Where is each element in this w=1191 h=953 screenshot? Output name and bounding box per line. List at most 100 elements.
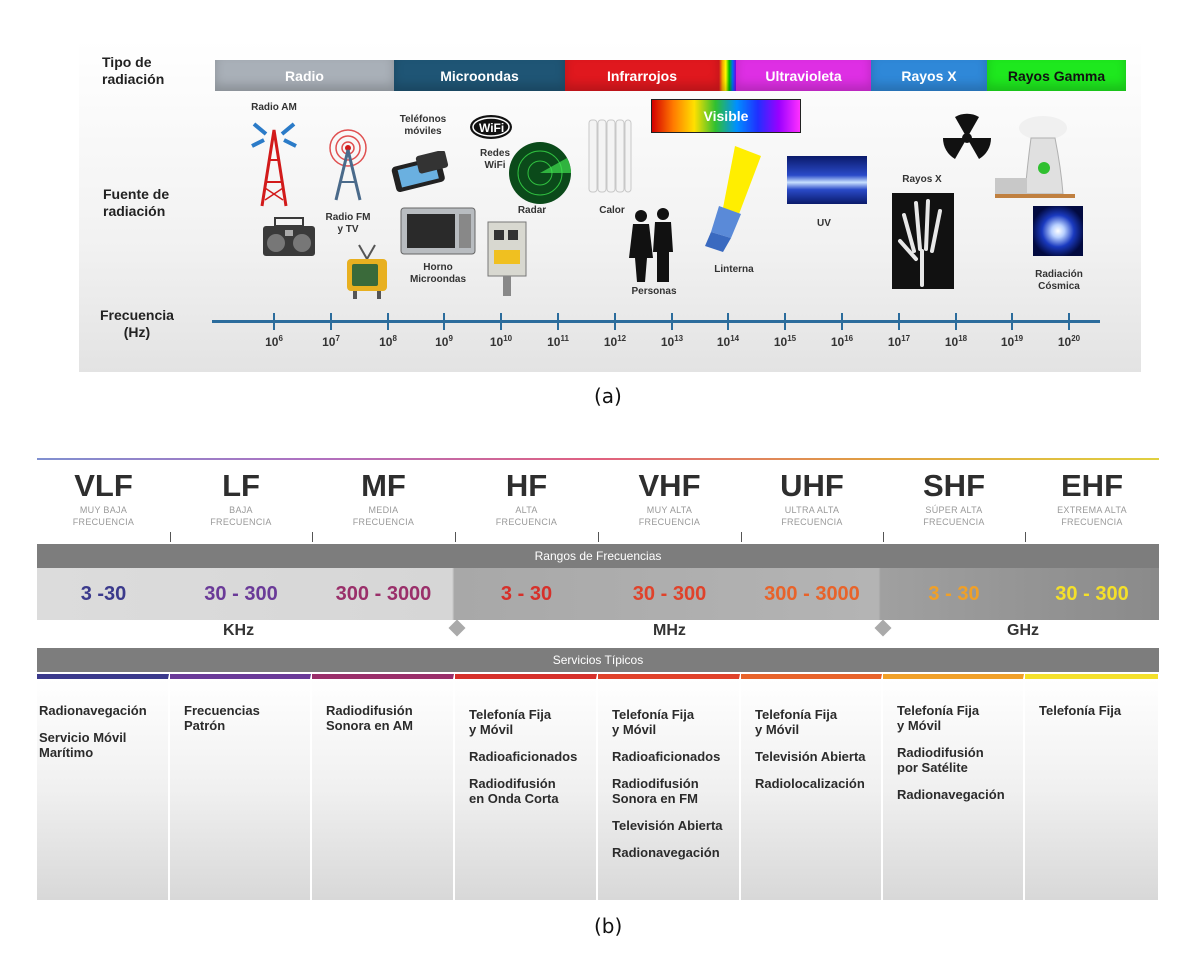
tick-label: 109	[424, 334, 464, 349]
label-radar: Radar	[517, 205, 547, 216]
services-title: Servicios Típicos	[552, 653, 644, 667]
tick-base: 10	[322, 335, 336, 349]
people-icon	[629, 208, 673, 282]
wifi-logo-icon: WiFi	[470, 115, 512, 139]
services-column-ehf: Telefonía Fija	[1025, 674, 1158, 900]
tick-exponent: 7	[335, 334, 340, 343]
unit-divider-diamond	[448, 619, 466, 637]
label-uv: UV	[817, 218, 831, 229]
visible-spectrum-box: Visible	[651, 99, 801, 133]
label-xrays: Rayos X	[902, 174, 942, 185]
tick-label: 1013	[652, 334, 692, 349]
service-item: Radionavegación	[612, 845, 720, 860]
label-microwave: Horno Microondas	[409, 262, 467, 285]
tick-label: 1012	[595, 334, 635, 349]
tick-base: 10	[830, 335, 845, 349]
axis-tick	[443, 313, 445, 330]
band-full-name: MEDIA FRECUENCIA	[352, 505, 415, 527]
tick-exponent: 17	[901, 334, 911, 343]
band-abbreviation: EHF	[1061, 468, 1123, 503]
tick-exponent: 12	[617, 334, 627, 343]
column-separator	[312, 532, 313, 542]
axis-tick	[1068, 313, 1070, 330]
tick-label: 1014	[708, 334, 748, 349]
wifi-logo-text: WiFi	[479, 121, 504, 135]
service-item: Frecuencias Patrón	[184, 703, 260, 733]
range-value-ehf: 30 - 300	[1055, 582, 1129, 605]
axis-tick	[727, 313, 729, 330]
range-value-vhf: 30 - 300	[632, 582, 707, 605]
ranges-row	[37, 568, 1159, 620]
band-abbreviation: UHF	[780, 468, 844, 503]
label-phones: Teléfonos móviles	[399, 114, 447, 137]
service-item: Radiodifusión en Onda Corta	[469, 776, 559, 806]
band-abbreviation: MF	[361, 468, 406, 503]
axis-tick	[557, 313, 559, 330]
spectrum-diagram-a: Tipo de radiación Fuente de radiación Fr…	[79, 40, 1141, 372]
service-item: Radioaficionados	[469, 749, 578, 764]
service-item: Servicio Móvil Marítimo	[39, 730, 127, 760]
tv-icon	[347, 244, 387, 299]
band-abbreviation: VHF	[638, 468, 701, 503]
tick-label: 1018	[936, 334, 976, 349]
microwave-icon	[400, 207, 476, 255]
caption-a: (a)	[594, 384, 622, 408]
speed-camera-icon	[487, 221, 527, 296]
column-separator	[455, 532, 456, 542]
service-item: Radiodifusión por Satélite	[897, 745, 984, 775]
band-full-name: ULTRA ALTA FRECUENCIA	[781, 505, 843, 527]
axis-tick	[671, 313, 673, 330]
axis-tick	[898, 313, 900, 330]
radio-tower-icon	[251, 122, 297, 207]
axis-tick	[614, 313, 616, 330]
tick-exponent: 8	[392, 334, 397, 343]
label-flashlight: Linterna	[714, 264, 754, 275]
services-title-bar: Servicios Típicos	[37, 648, 1159, 672]
tick-label: 1019	[992, 334, 1032, 349]
nuclear-plant-icon	[995, 116, 1075, 198]
cosmic-star-icon	[1033, 206, 1083, 256]
band-microwave: Microondas	[394, 60, 565, 91]
band-infrared: Infrarrojos	[565, 60, 719, 91]
tick-label: 108	[368, 334, 408, 349]
unit-mhz: MHz	[653, 622, 686, 639]
tick-base: 10	[547, 335, 561, 349]
tick-label: 1016	[822, 334, 862, 349]
service-item: Televisión Abierta	[612, 818, 723, 833]
axis-tick	[500, 313, 502, 330]
range-value-uhf: 300 - 3000	[764, 582, 860, 605]
services-column-mf: Radiodifusión Sonora en AM	[312, 674, 454, 900]
tick-base: 10	[1057, 335, 1072, 349]
label-people: Personas	[631, 286, 677, 297]
label-radio-am: Radio AM	[251, 102, 297, 113]
service-item: Telefonía Fija y Móvil	[612, 707, 695, 737]
visible-label: Visible	[703, 108, 749, 124]
top-gradient-line	[37, 458, 1159, 460]
band-abbreviation: LF	[222, 468, 260, 503]
tick-exponent: 20	[1071, 334, 1081, 343]
range-value-mf: 300 - 3000	[335, 582, 432, 605]
axis-tick	[330, 313, 332, 330]
axis-tick	[1011, 313, 1013, 330]
unit-khz: KHz	[223, 622, 255, 639]
service-item: Televisión Abierta	[755, 749, 866, 764]
band-label: Radio	[285, 67, 324, 84]
tick-exponent: 11	[560, 334, 569, 343]
label-radio-fm: Radio FM y TV	[325, 212, 371, 235]
band-radio: Radio	[215, 60, 394, 91]
unit-divider-diamond	[874, 619, 892, 637]
tick-base: 10	[1000, 335, 1015, 349]
service-item: Radiodifusión Sonora en AM	[326, 703, 413, 733]
tick-base: 10	[660, 335, 675, 349]
column-separator	[883, 532, 884, 542]
band-abbreviation: HF	[505, 468, 548, 503]
